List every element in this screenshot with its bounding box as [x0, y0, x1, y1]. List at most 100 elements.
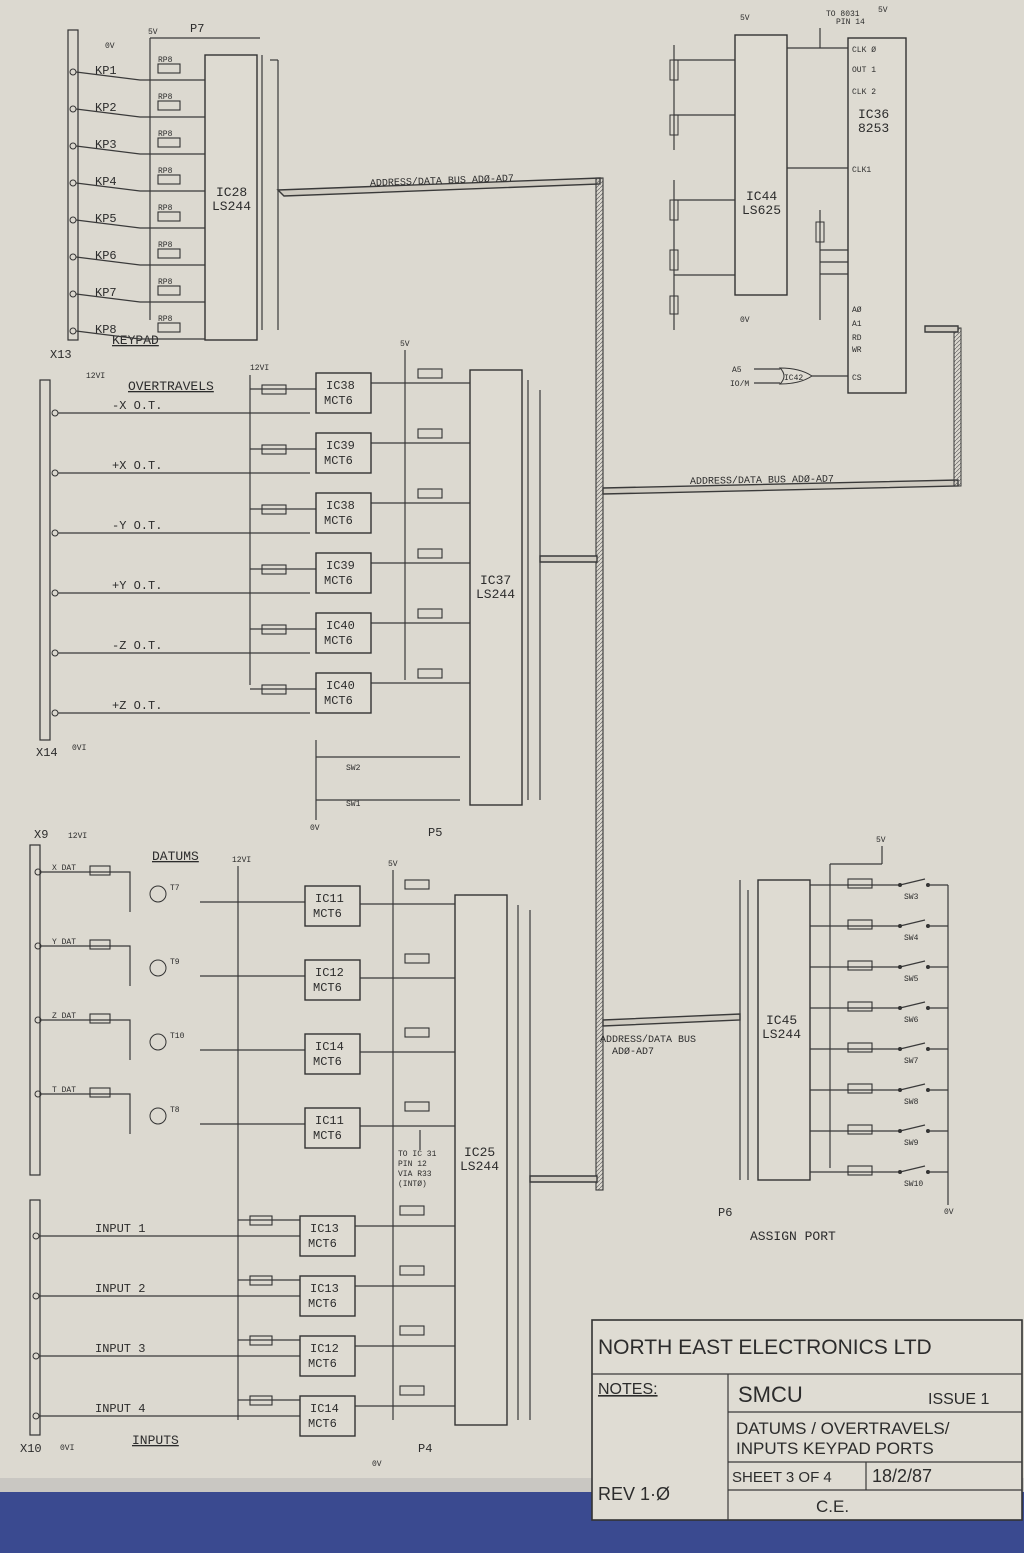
timer-pin-label: CS	[852, 374, 862, 383]
port-p7: P7	[190, 22, 204, 36]
via-r33: VIA R33	[398, 1170, 432, 1179]
assign-switch-label: SW6	[904, 1016, 919, 1025]
input-opto-type: MCT6	[308, 1357, 337, 1371]
assign-switch-line: SW8	[810, 1083, 948, 1107]
overtravel-opto-type: MCT6	[324, 514, 353, 528]
assign-switch-line: SW7	[810, 1042, 948, 1066]
overtravel-label: +Y O.T.	[112, 579, 162, 593]
datum-opto-ic: IC14	[315, 1040, 344, 1054]
assign-5v: 5V	[876, 836, 886, 845]
assign-switch-line: SW4	[810, 919, 948, 943]
assign-switch-line: SW9	[810, 1124, 948, 1148]
pin14: PIN 14	[836, 18, 865, 27]
pin12: PIN 12	[398, 1160, 427, 1169]
connector-x9-label: X9	[34, 828, 48, 842]
keypad-resistor-label: RP8	[158, 241, 173, 250]
ot-12v-b: 12VI	[250, 364, 269, 373]
keypad-resistor-label: RP8	[158, 204, 173, 213]
timer-pin-label: A1	[852, 320, 862, 329]
input-opto-type: MCT6	[308, 1297, 337, 1311]
ic37	[469, 369, 523, 806]
ic44-name: IC44	[746, 189, 777, 204]
keypad-title: KEYPAD	[112, 333, 159, 348]
drawing-title-2: INPUTS KEYPAD PORTS	[736, 1439, 934, 1458]
data-bus	[276, 177, 962, 1191]
assign-switch-label: SW9	[904, 1139, 919, 1148]
datum-transistor-label: T8	[170, 1106, 180, 1115]
overtravel-label: -Z O.T.	[112, 639, 162, 653]
ot-12v: 12VI	[86, 372, 105, 381]
input-label: INPUT 2	[95, 1282, 145, 1296]
datum-opto-ic: IC11	[315, 892, 344, 906]
keypad-label: KP3	[95, 138, 117, 152]
datum-12v-b: 12VI	[232, 856, 251, 865]
input-opto-ic: IC12	[310, 1342, 339, 1356]
assign-switch-line: SW3	[810, 878, 948, 902]
ic28	[204, 54, 258, 341]
port-p5: P5	[428, 826, 442, 840]
overtravels-section: X14 0VI 12VI OVERTRAVELS 12VI 5V IC37 LS…	[36, 340, 541, 840]
datum-label: Z DAT	[52, 1012, 76, 1021]
ic25	[454, 894, 508, 1426]
assign-port-title: ASSIGN PORT	[750, 1229, 836, 1244]
datum-opto-ic: IC12	[315, 966, 344, 980]
assign-switch-line: SW10	[810, 1165, 948, 1189]
switch-sw2: SW2	[346, 764, 361, 773]
inputs-ovi: 0VI	[60, 1444, 74, 1453]
overtravel-opto-type: MCT6	[324, 394, 353, 408]
to-8031: TO 8031	[826, 10, 860, 19]
datums-section: X9 12VI DATUMS 12VI 5V IC25 LS244 P4 TO …	[20, 828, 531, 1469]
assign-switch-label: SW5	[904, 975, 919, 984]
connector-x13	[67, 29, 79, 341]
ic37-type: LS244	[476, 587, 515, 602]
drawing-title-1: DATUMS / OVERTRAVELS/	[736, 1419, 950, 1438]
inputs-ov: 0V	[372, 1460, 382, 1469]
datum-12v: 12VI	[68, 832, 87, 841]
overtravel-opto-type: MCT6	[324, 694, 353, 708]
keypad-resistor-label: RP8	[158, 315, 173, 324]
revision: REV 1·Ø	[598, 1484, 670, 1504]
keypad-resistor-label: RP8	[158, 56, 173, 65]
overtravel-label: -Y O.T.	[112, 519, 162, 533]
keypad-label: KP6	[95, 249, 117, 263]
assign-switch-line: SW5	[810, 960, 948, 984]
overtravel-label: +Z O.T.	[112, 699, 162, 713]
keypad-resistor-label: RP8	[158, 93, 173, 102]
ic36-name: IC36	[858, 107, 889, 122]
overtravel-opto-ic: IC39	[326, 559, 355, 573]
input-opto-ic: IC14	[310, 1402, 339, 1416]
timer-pin-label: CLK 2	[852, 88, 876, 97]
timer-pin-label: RD	[852, 334, 862, 343]
datum-transistor-label: T9	[170, 958, 180, 967]
overtravel-label: -X O.T.	[112, 399, 162, 413]
ot-ov: 0V	[310, 824, 320, 833]
connector-x10	[29, 1199, 41, 1436]
datum-opto-type: MCT6	[313, 981, 342, 995]
assign-switch-label: SW7	[904, 1057, 919, 1066]
bus-label-3a: ADDRESS/DATA BUS	[600, 1034, 696, 1046]
sheet-number: SHEET 3 OF 4	[732, 1469, 832, 1486]
input-opto-ic: IC13	[310, 1282, 339, 1296]
ot-ovi: 0VI	[72, 744, 86, 753]
assign-port-section: IC45 LS244 P6 ASSIGN PORT 5V 0V	[718, 836, 954, 1244]
assign-switch-label: SW3	[904, 893, 919, 902]
